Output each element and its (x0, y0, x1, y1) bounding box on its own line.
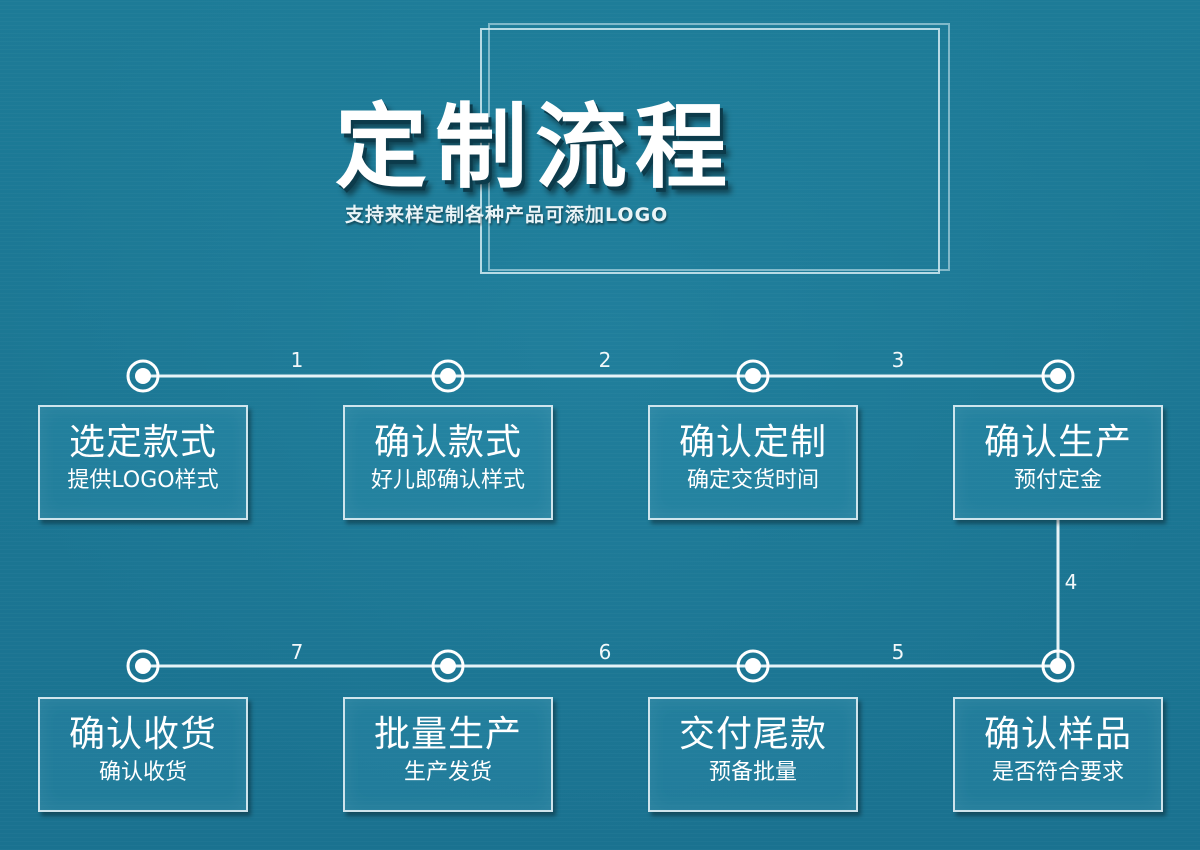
step-subtitle: 好儿郎确认样式 (370, 468, 525, 493)
connector-number-2: 2 (598, 348, 612, 372)
step-subtitle: 生产发货 (403, 760, 492, 785)
step-box-4: 确认生产 预付定金 (953, 405, 1163, 520)
connector-number-1: 1 (290, 348, 304, 372)
connector-number-4: 4 (1064, 570, 1078, 594)
step-box-2: 确认款式 好儿郎确认样式 (343, 405, 553, 520)
node-3 (736, 359, 770, 393)
step-title: 确认样品 (983, 714, 1132, 755)
step-title: 确认生产 (983, 422, 1132, 463)
step-box-8: 确认收货 确认收货 (38, 697, 248, 812)
step-box-7: 批量生产 生产发货 (343, 697, 553, 812)
node-6 (736, 649, 770, 683)
step-title: 选定款式 (68, 422, 217, 463)
step-title: 交付尾款 (678, 714, 827, 755)
connector-number-7: 7 (290, 640, 304, 664)
step-subtitle: 预付定金 (1013, 468, 1102, 493)
node-8 (126, 649, 160, 683)
step-title: 确认收货 (68, 714, 217, 755)
connector-number-5: 5 (891, 640, 905, 664)
step-title: 确认款式 (373, 422, 522, 463)
step-title: 批量生产 (373, 714, 522, 755)
step-title: 确认定制 (678, 422, 827, 463)
step-box-5: 确认样品 是否符合要求 (953, 697, 1163, 812)
title-frame-front (480, 28, 940, 274)
step-subtitle: 提供LOGO样式 (67, 468, 219, 493)
connector-number-3: 3 (891, 348, 905, 372)
node-2 (431, 359, 465, 393)
page-subtitle: 支持来样定制各种产品可添加LOGO (345, 204, 669, 226)
step-box-6: 交付尾款 预备批量 (648, 697, 858, 812)
step-subtitle: 确认收货 (98, 760, 187, 785)
node-5 (1041, 649, 1075, 683)
step-box-1: 选定款式 提供LOGO样式 (38, 405, 248, 520)
step-subtitle: 是否符合要求 (991, 760, 1124, 785)
page-title: 定制流程 (335, 94, 736, 201)
node-4 (1041, 359, 1075, 393)
node-1 (126, 359, 160, 393)
title-frame-back (488, 23, 950, 271)
connector-number-6: 6 (598, 640, 612, 664)
node-7 (431, 649, 465, 683)
step-subtitle: 预备批量 (708, 760, 797, 785)
step-box-3: 确认定制 确定交货时间 (648, 405, 858, 520)
step-subtitle: 确定交货时间 (686, 468, 819, 493)
